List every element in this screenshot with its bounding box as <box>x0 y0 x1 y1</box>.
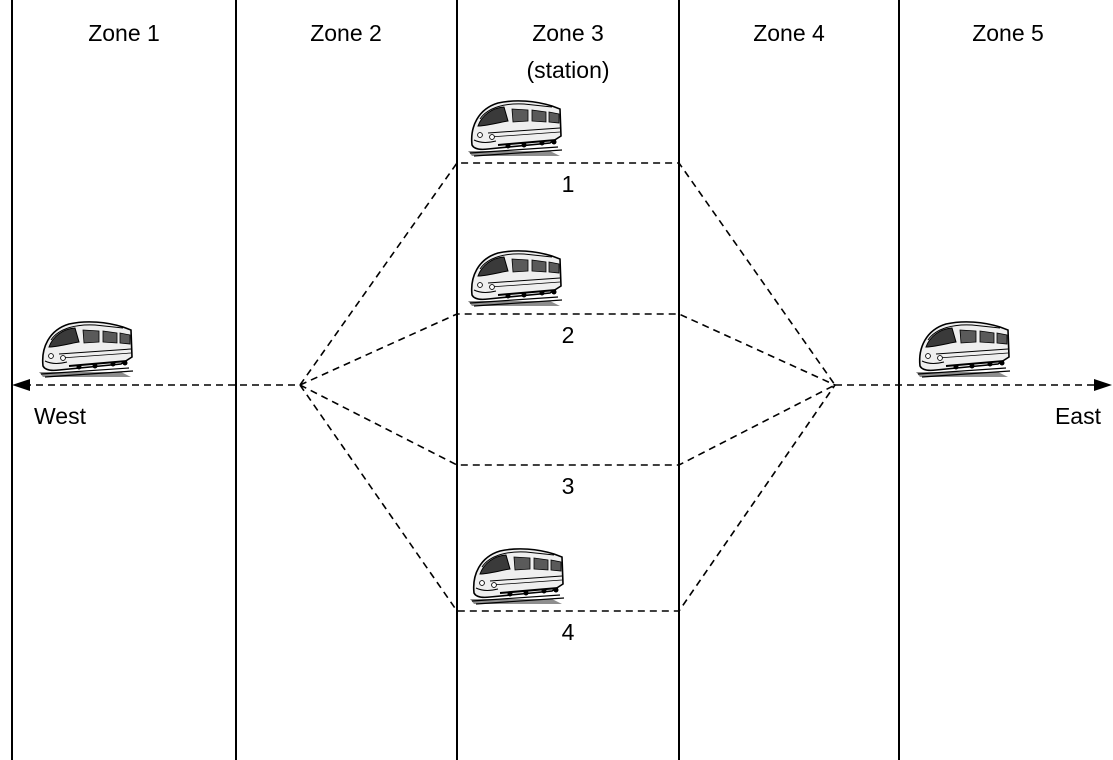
zone-4-title: Zone 4 <box>753 20 825 46</box>
zone-2-title: Zone 2 <box>310 20 382 46</box>
track-2 <box>299 313 836 386</box>
track-4 <box>299 384 836 612</box>
zone-3-title: Zone 3 <box>532 20 604 46</box>
track-1 <box>299 162 836 386</box>
track-labels: 1 2 3 4 <box>562 171 575 645</box>
east-label: East <box>1055 403 1102 429</box>
track-3 <box>299 384 836 466</box>
zone-titles: Zone 1 Zone 2 Zone 3 (station) Zone 4 Zo… <box>88 20 1044 83</box>
train-icon <box>915 320 1011 378</box>
train-icon <box>38 320 134 378</box>
track-network <box>12 162 1112 612</box>
train-icon <box>469 547 565 605</box>
track-4-label: 4 <box>562 619 575 645</box>
zone-3-subtitle: (station) <box>526 57 609 83</box>
west-arrowhead <box>12 379 30 391</box>
track-2-label: 2 <box>562 322 575 348</box>
trains <box>38 99 1011 605</box>
zone-borders <box>11 0 900 760</box>
track-3-label: 3 <box>562 473 575 499</box>
east-arrowhead <box>1094 379 1112 391</box>
train-icon <box>467 249 563 307</box>
zone-5-title: Zone 5 <box>972 20 1044 46</box>
zone-1-title: Zone 1 <box>88 20 160 46</box>
train-icon <box>467 99 563 157</box>
track-1-label: 1 <box>562 171 575 197</box>
west-label: West <box>34 403 87 429</box>
